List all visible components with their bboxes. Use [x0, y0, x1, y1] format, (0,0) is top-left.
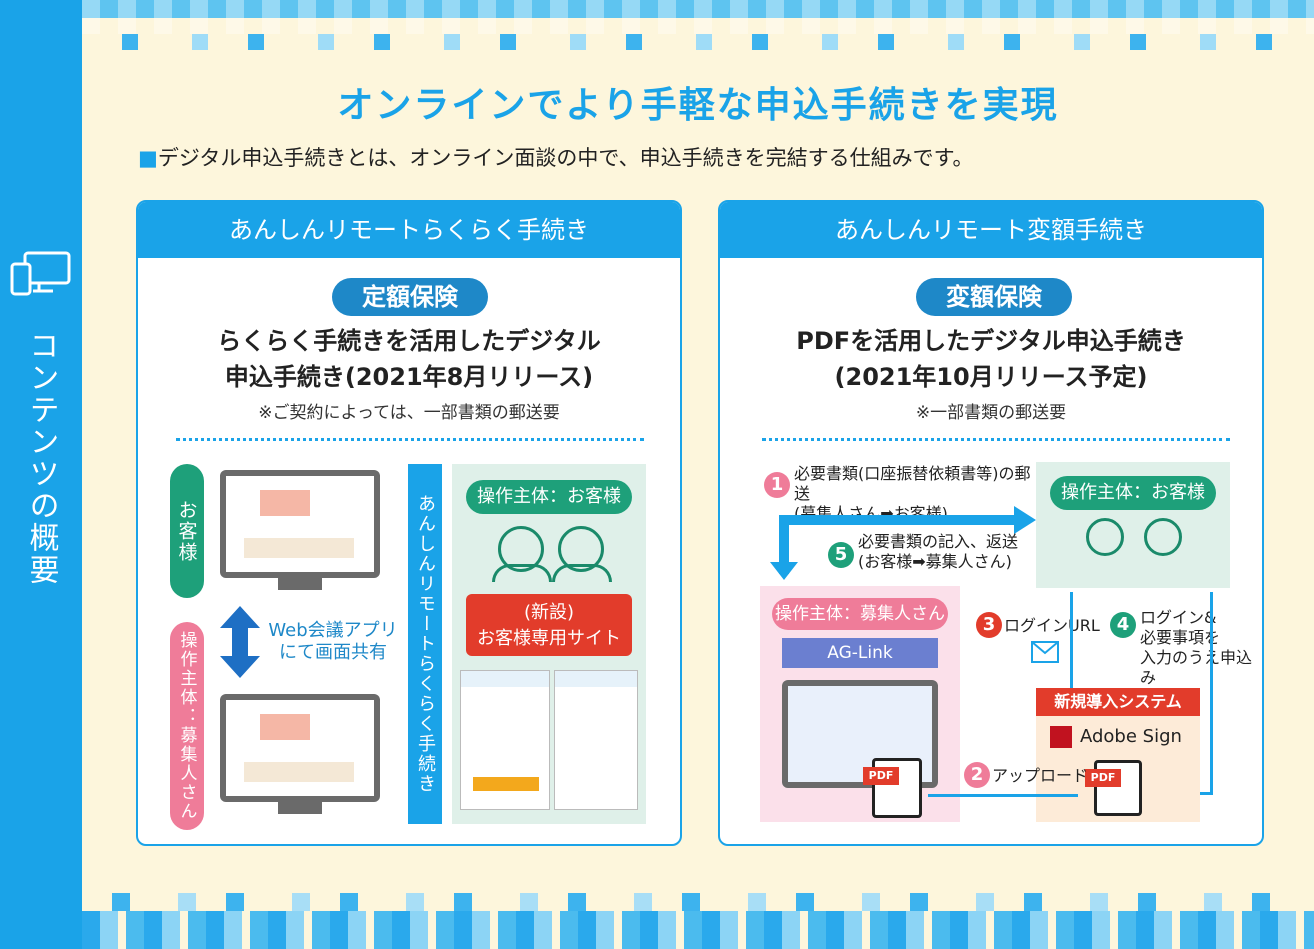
person-icon [1144, 518, 1182, 556]
step-5-text: 必要書類の記入、返送(お客様➡募集人さん) [858, 532, 1019, 571]
devices-icon [10, 251, 71, 296]
step-3-text: ログインURL [1004, 616, 1100, 635]
step-4-badge: 4 [1110, 612, 1136, 638]
shared-screen-image [226, 476, 374, 572]
contract-screen-image [554, 670, 638, 810]
customer-label: お客様 [170, 464, 204, 598]
new-system-badge: 新規導入システム [1036, 688, 1200, 716]
page-title: オンラインでより手軽な申込手続きを実現 [337, 85, 1059, 126]
actor-customer-tag: 操作主体：お客様 [1050, 476, 1216, 510]
left-note: ※ご契約によっては、一部書類の郵送要 [258, 403, 560, 423]
agent-area: 操作主体：募集人さん AG-Link [760, 586, 960, 822]
new-customer-site-badge: (新設)お客様専用サイト [466, 594, 632, 656]
step-4-text: ログイン&必要事項を入力のうえ申込み [1140, 608, 1253, 687]
pdf-document-icon: PDF [1085, 760, 1142, 816]
actor-agent-tag: 操作主体：募集人さん [772, 598, 948, 630]
person-icon [1086, 518, 1124, 556]
sidebar: コンテンツの概要 [0, 0, 82, 949]
right-note: ※一部書類の郵送要 [915, 403, 1067, 423]
step-2-badge: 2 [964, 762, 990, 788]
agent-label: 操作主体：募集人さん [170, 622, 204, 830]
dotted-divider [762, 438, 1230, 441]
person-icon [558, 526, 604, 572]
actor-customer-tag: 操作主体：お客様 [466, 480, 632, 514]
left-panel-header: あんしんリモートらくらく手続き [138, 202, 680, 258]
two-way-arrow-icon [220, 606, 260, 678]
step-1-badge: 1 [764, 472, 790, 498]
right-heading-2: (2021年10月リリース予定) [834, 363, 1148, 391]
customer-site-area: 操作主体：お客様 (新設)お客様専用サイト [452, 464, 646, 824]
new-system-area: 新規導入システム Adobe Sign PDF [1036, 688, 1200, 822]
bottom-mosaic-border [82, 893, 1314, 949]
procedure-vertical-label: あんしんリモートらくらく手続き [408, 464, 442, 824]
step-5-badge: 5 [828, 542, 854, 568]
top-mosaic-border [82, 0, 1314, 50]
pdf-document-icon: PDF [863, 758, 922, 818]
lead-text: ■デジタル申込手続きとは、オンライン面談の中で、申込手続きを完結する仕組みです。 [138, 146, 974, 170]
aglink-badge: AG-Link [782, 638, 938, 668]
right-panel: あんしんリモート変額手続き 変額保険 PDFを活用したデジタル申込手続き (20… [718, 200, 1264, 846]
step-1-text: 必要書類(口座振替依頼書等)の郵送(募集人さん➡お客様) [794, 464, 1031, 523]
web-conf-text: Web会議アプリにて画面共有 [268, 620, 398, 663]
customer-monitor [220, 470, 380, 578]
shared-screen-image-2 [226, 700, 374, 796]
variable-insurance-pill: 変額保険 [916, 278, 1072, 316]
right-panel-header: あんしんリモート変額手続き [720, 202, 1262, 258]
flow-arrows [770, 506, 1036, 580]
login-screen-image [460, 670, 550, 810]
left-heading-2: 申込手続き(2021年8月リリース) [224, 363, 594, 391]
right-heading-1: PDFを活用したデジタル申込手続き [796, 327, 1186, 355]
person-icon [498, 526, 544, 572]
step-2-text: アップロード [992, 766, 1089, 785]
left-panel: あんしんリモートらくらく手続き 定額保険 らくらく手続きを活用したデジタル 申込… [136, 200, 682, 846]
fixed-insurance-pill: 定額保険 [332, 278, 488, 316]
dotted-divider [176, 438, 644, 441]
agent-monitor [220, 694, 380, 802]
adobe-sign-label: Adobe Sign [1080, 726, 1182, 747]
step-3-badge: 3 [976, 612, 1002, 638]
left-heading-1: らくらく手続きを活用したデジタル [217, 327, 601, 355]
mail-icon [1031, 641, 1059, 663]
sidebar-title: コンテンツの概要 [23, 330, 59, 586]
adobe-sign-logo-icon [1050, 726, 1072, 748]
customer-area: 操作主体：お客様 [1036, 462, 1230, 588]
